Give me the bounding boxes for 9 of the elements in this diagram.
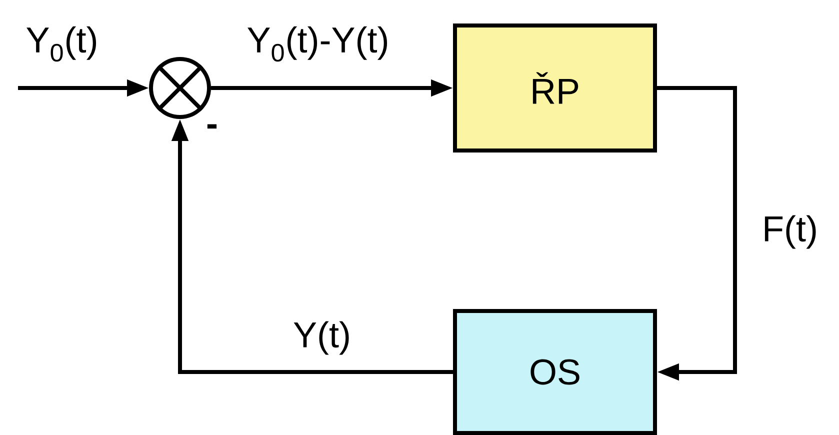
arrow <box>657 86 737 381</box>
edge-label: Y(t) <box>294 321 349 355</box>
edge-label: Y$_{0}$(t)-Y(t) <box>248 26 388 62</box>
sign-label: - <box>207 124 217 129</box>
edge-label: Y$_{0}$(t) <box>26 26 96 62</box>
summing-junction <box>149 57 211 119</box>
block-box: ŘP <box>453 24 657 152</box>
block-box: OS <box>453 308 657 435</box>
edge-label: F(t) <box>764 215 816 249</box>
